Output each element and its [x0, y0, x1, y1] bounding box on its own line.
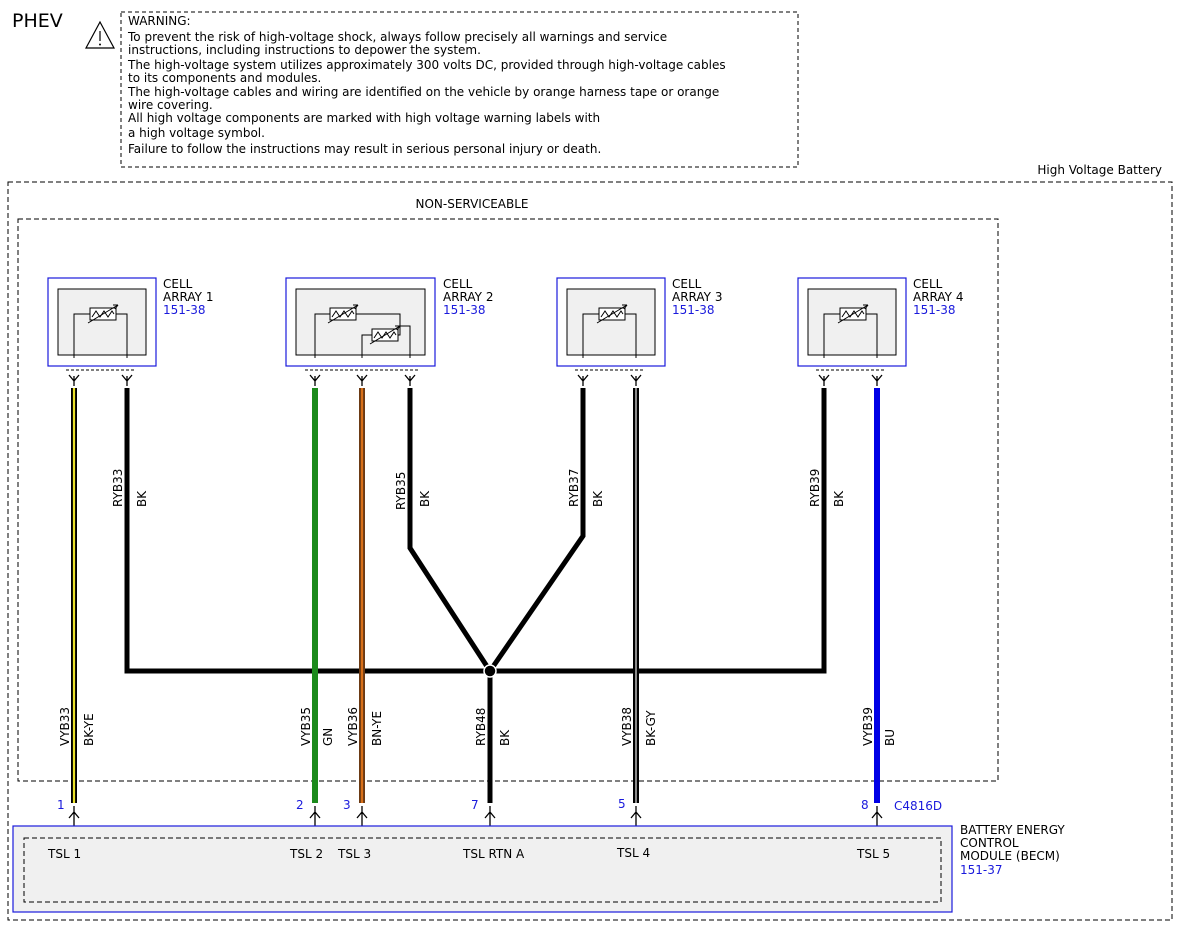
lower-wire-3-circuit: RYB48: [474, 708, 488, 746]
cell-array-2-ref: 151-38: [443, 303, 486, 317]
warning-line-2: instructions, including instructions to …: [128, 43, 481, 57]
warning-line-7: All high voltage components are marked w…: [128, 111, 600, 125]
terminal-tsl-rtn-a: TSL RTN A: [462, 847, 525, 861]
cell-array-2-line2: ARRAY 2: [443, 290, 493, 304]
pin-number-3: 3: [343, 798, 351, 812]
cell-array-3-ref: 151-38: [672, 303, 715, 317]
warning-line-0: WARNING:: [128, 14, 191, 28]
non-serviceable-box: [17, 218, 999, 782]
warning-line-5: The high-voltage cables and wiring are i…: [127, 85, 719, 99]
lower-wire-0-color: BK-YE: [82, 713, 96, 746]
upper-wire-3-color: BK: [832, 490, 846, 507]
upper-wire-2-circuit: RYB37: [567, 469, 581, 507]
warning-line-8: a high voltage symbol.: [128, 126, 265, 140]
cell-array-3: [556, 277, 666, 371]
connector-id: C4816D: [894, 799, 942, 813]
warning-box: [120, 11, 799, 168]
terminal-tsl-1: TSL 1: [47, 847, 81, 861]
warning-line-3: The high-voltage system utilizes approxi…: [127, 58, 726, 72]
cell-array-4-line1: CELL: [913, 277, 943, 291]
cell-array-3-line2: ARRAY 3: [672, 290, 722, 304]
cell-array-2-line1: CELL: [443, 277, 473, 291]
cell-array-2: [285, 277, 436, 371]
cell-array-1: [47, 277, 157, 371]
warning-line-4: to its components and modules.: [128, 71, 321, 85]
cell-connector-pins: [68, 374, 883, 386]
lower-wire-5-circuit: VYB39: [861, 707, 875, 746]
module-ref: 151-37: [960, 863, 1003, 877]
wire-ryb35: [407, 388, 493, 673]
splice-dot: [485, 666, 495, 676]
warning-icon: [84, 20, 116, 49]
return-wires: [124, 388, 827, 803]
lower-wire-1-color: GN: [321, 728, 335, 746]
upper-wire-2-color: BK: [591, 490, 605, 507]
pin-number-8: 8: [861, 798, 869, 812]
wire-ryb33-ryb39: [124, 388, 827, 674]
module-label-line3: MODULE (BECM): [960, 849, 1060, 863]
upper-wire-1-circuit: RYB35: [394, 472, 408, 510]
lower-wire-5-color: BU: [883, 729, 897, 746]
thermistor-icon: [837, 304, 869, 324]
wire-ryb37: [487, 388, 586, 673]
terminal-tsl-2: TSL 2: [289, 847, 323, 861]
cell-array-1-line1: CELL: [163, 277, 193, 291]
terminal-tsl-5: TSL 5: [856, 847, 890, 861]
pin-number-1: 1: [57, 798, 65, 812]
module-label-line2: CONTROL: [960, 836, 1019, 850]
upper-wire-3-circuit: RYB39: [808, 469, 822, 507]
lower-wire-2-circuit: VYB36: [346, 707, 360, 746]
thermistor-icon: [87, 304, 119, 324]
warning-line-6: wire covering.: [128, 98, 213, 112]
thermistor-icon: [327, 304, 359, 324]
non-serviceable-label: NON-SERVICEABLE: [415, 197, 528, 211]
high-voltage-battery-label: High Voltage Battery: [1037, 163, 1162, 177]
thermistor-icon: [369, 325, 401, 345]
lower-wire-4-color: BK-GY: [644, 710, 658, 746]
upper-wire-1-color: BK: [418, 490, 432, 507]
cell-array-1-ref: 151-38: [163, 303, 206, 317]
lower-wire-3-color: BK: [498, 729, 512, 746]
becm-module: [12, 825, 953, 913]
warning-line-9: Failure to follow the instructions may r…: [128, 142, 601, 156]
pin-number-2: 2: [296, 798, 304, 812]
phev-badge: PHEV: [12, 10, 63, 32]
cell-array-4-ref: 151-38: [913, 303, 956, 317]
lower-wire-4-circuit: VYB38: [620, 707, 634, 746]
upper-wire-0-circuit: RYB33: [111, 469, 125, 507]
lower-wire-2-color: BN-YE: [370, 711, 384, 746]
cell-array-4: [797, 277, 907, 371]
terminal-tsl-3: TSL 3: [337, 847, 371, 861]
upper-wire-0-color: BK: [135, 490, 149, 507]
module-label-line1: BATTERY ENERGY: [960, 823, 1065, 837]
pin-number-5: 5: [618, 797, 626, 811]
terminal-tsl-4: TSL 4: [616, 846, 650, 860]
lower-wire-1-circuit: VYB35: [299, 707, 313, 746]
lower-wire-0-circuit: VYB33: [58, 707, 72, 746]
cell-array-3-line1: CELL: [672, 277, 702, 291]
pin-number-7: 7: [471, 798, 479, 812]
thermistor-icon: [596, 304, 628, 324]
high-voltage-battery-box: [7, 181, 1173, 921]
warning-line-1: To prevent the risk of high-voltage shoc…: [127, 30, 667, 44]
cell-array-4-line2: ARRAY 4: [913, 290, 963, 304]
cell-array-1-line2: ARRAY 1: [163, 290, 213, 304]
